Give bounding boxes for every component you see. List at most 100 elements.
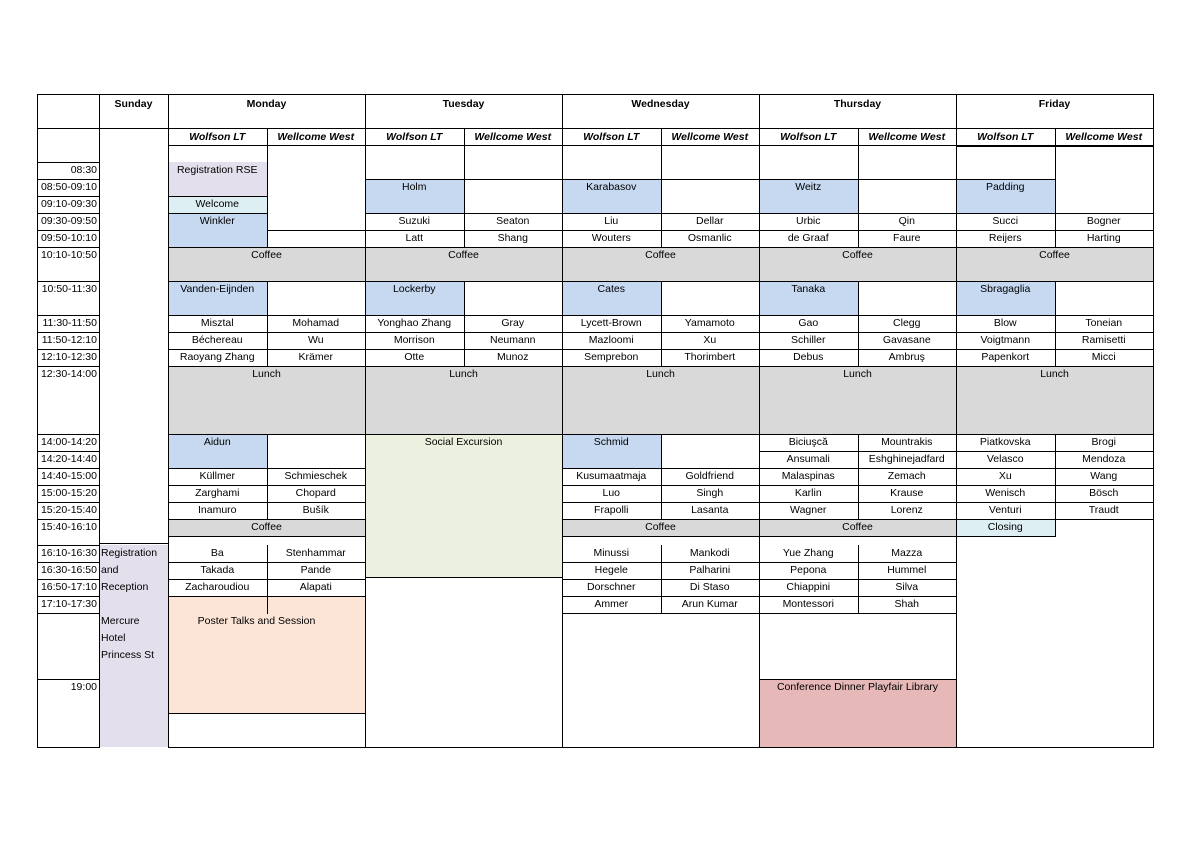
grid-line [759,332,957,333]
grid-line [562,281,760,282]
talk-thu-wellcome: Zemach [887,470,926,482]
grid-line [168,349,366,350]
grid-line [365,281,563,282]
talk-tue-wellcome: Shang [497,232,528,244]
grid-line [37,519,100,520]
grid-line [168,713,366,714]
grid-line [37,562,100,563]
room-header-wolfson: Wolfson LT [977,131,1034,143]
talk-thu-wellcome: Mountrakis [881,436,933,448]
talk-wed-wellcome: Arun Kumar [681,598,738,610]
grid-line [37,94,38,748]
coffee-label: Coffee [1039,249,1070,261]
lunch-label: Lunch [449,368,478,380]
conference-dinner-label: Conference Dinner Playfair Library [776,681,939,693]
grid-line [956,451,1154,452]
talk-mon-wellcome: Wu [307,334,324,346]
grid-line [759,468,957,469]
excursion-block [365,434,562,577]
time-slot-label: 15:00-15:20 [40,487,97,499]
sunday-reception-text: and [101,564,119,576]
grid-line [857,434,859,520]
grid-line [37,162,100,163]
grid-line [956,502,1154,503]
talk-fri-wellcome: Bogner [1086,215,1121,227]
talk-fri-wolfson: Xu [998,470,1012,482]
talk-mon-wellcome: Pande [300,564,331,576]
talk-mon-wolfson: Küllmer [199,470,236,482]
plenary-block [168,434,267,468]
grid-line [37,468,100,469]
talk-thu-wellcome: Qin [898,215,915,227]
welcome-label: Welcome [195,198,240,210]
talk-fri-wellcome: Harting [1086,232,1121,244]
closing-label: Closing [987,521,1023,533]
grid-line [759,596,957,597]
talk-thu-wolfson: Urbic [795,215,821,227]
talk-fri-wolfson: Sbragaglia [980,283,1031,295]
talk-fri-wellcome: Traudt [1088,504,1119,516]
grid-line [168,332,366,333]
grid-line [168,94,169,748]
plenary-block [365,281,464,315]
talk-fri-wellcome: Ramisetti [1081,334,1126,346]
grid-line [956,146,1154,147]
talk-thu-wolfson: Karlin [794,487,822,499]
talk-mon-wolfson: Raoyang Zhang [179,351,255,363]
talk-wed-wellcome: Osmanlic [687,232,732,244]
talk-mon-wolfson: Aidun [203,436,231,448]
grid-line [37,213,100,214]
grid-line [660,434,662,520]
plenary-block [956,179,1055,213]
talk-tue-wolfson: Otte [404,351,425,363]
grid-line [562,247,760,248]
grid-line [562,94,563,748]
grid-line [660,281,662,367]
talk-thu-wolfson: Pepona [790,564,827,576]
time-slot-label: 17:10-17:30 [40,598,97,610]
coffee-label: Coffee [251,521,282,533]
talk-mon-wolfson: Zacharoudiou [185,581,250,593]
grid-line [365,315,563,316]
grid-line [857,128,859,248]
talk-fri-wolfson: Voigtmann [980,334,1031,346]
talk-mon-wolfson: Vanden-Eijnden [180,283,255,295]
grid-line [956,536,1056,537]
coffee-block [759,519,956,536]
grid-line [99,94,100,748]
talk-wed-wolfson: Kusumaatmaja [576,470,647,482]
grid-line [365,434,563,435]
time-slot-label: 14:00-14:20 [40,436,97,448]
grid-line [37,747,100,748]
coffee-label: Coffee [842,521,873,533]
grid-line [956,349,1154,350]
time-slot-label: 15:20-15:40 [40,504,97,516]
grid-line [759,281,957,282]
talk-wed-wolfson: Semprebon [584,351,639,363]
sunday-reception-text: Princess St [101,649,155,661]
grid-line [168,247,366,248]
talk-fri-wellcome: Mendoza [1082,453,1126,465]
sunday-reception-block [99,545,168,747]
grid-line [759,434,957,435]
day-header-friday: Friday [1038,98,1071,110]
closing-block [956,519,1055,536]
plenary-block [365,179,464,213]
talk-mon-wolfson: Takada [200,564,235,576]
room-header-wellcome: Wellcome West [868,131,946,143]
lunch-label: Lunch [646,368,675,380]
talk-thu-wolfson: Yue Zhang [782,547,834,559]
grid-line [759,366,957,367]
talk-tue-wolfson: Morrison [393,334,435,346]
plenary-block [956,281,1055,315]
plenary-block [168,213,267,247]
registration-rse-block [168,162,267,196]
room-header-wolfson: Wolfson LT [583,131,640,143]
grid-line [168,213,268,214]
grid-line [857,281,859,367]
talk-mon-wolfson: Ba [210,547,224,559]
talk-wed-wolfson: Hegele [594,564,628,576]
grid-line [99,543,169,544]
talk-wed-wellcome: Di Staso [689,581,730,593]
